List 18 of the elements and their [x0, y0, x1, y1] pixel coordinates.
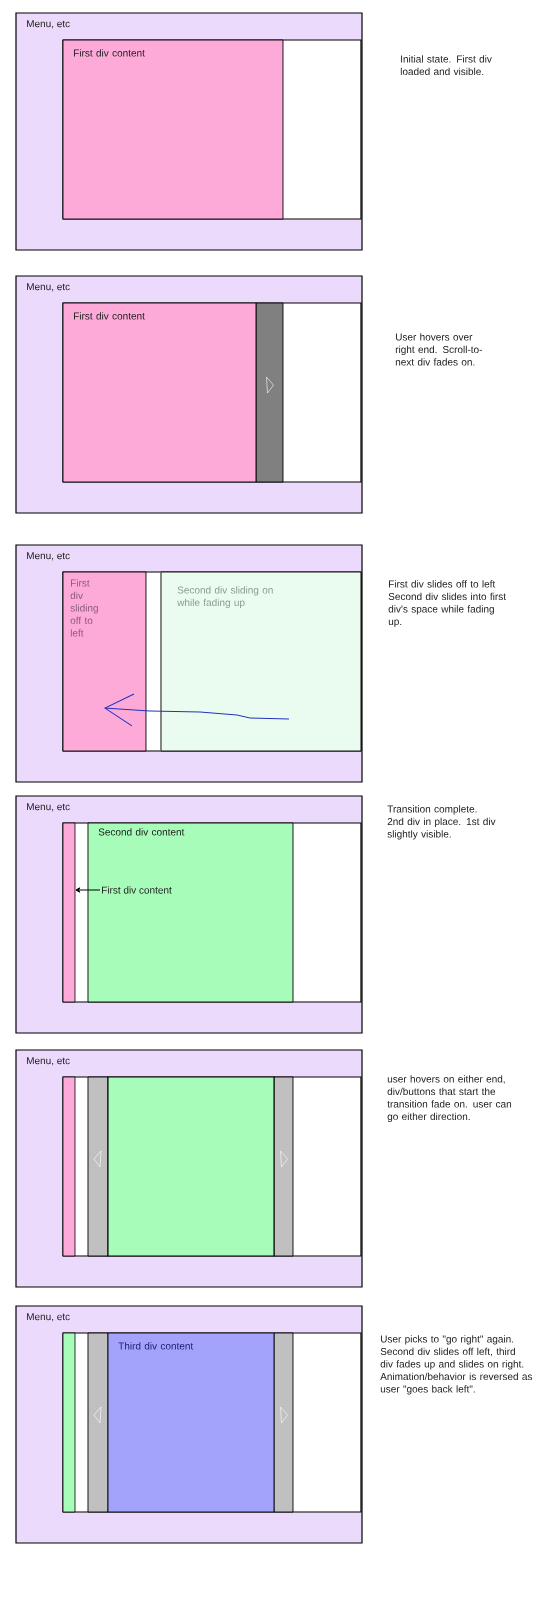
leader-line [75, 887, 101, 893]
content-div: First div content [62, 302, 257, 483]
div-strip [62, 822, 76, 1003]
note-text: User picks to "go right" again. Second div slides off left, third div fades up and slides on right. Animation/behavior is reversed as user "goes back left". [380, 1335, 533, 1395]
direction-arrow [104, 693, 290, 727]
content-div: First div content [62, 39, 284, 220]
note-text: Transition complete. 2nd div in place. 1st div slightly visible. [387, 805, 496, 840]
content-div: Second div sliding on while fading up [160, 571, 362, 752]
div-strip [62, 1076, 76, 1257]
content-div: Third div content [107, 1332, 275, 1513]
content-div [107, 1076, 275, 1257]
note-text: Initial state. First div loaded and visible. [400, 55, 492, 76]
content-div: First div sliding off to left [62, 571, 147, 752]
div-strip [62, 1332, 76, 1513]
note-text: First div slides off to left Second div slides into first div's space while fading up. [388, 580, 506, 628]
callout-text: First div content [102, 886, 172, 894]
note-text: User hovers over right end. Scroll-to-next div fades on. [395, 333, 482, 366]
note-text: user hovers on either end, div/buttons that start the transition fade on. user can go either direction. [387, 1075, 512, 1122]
